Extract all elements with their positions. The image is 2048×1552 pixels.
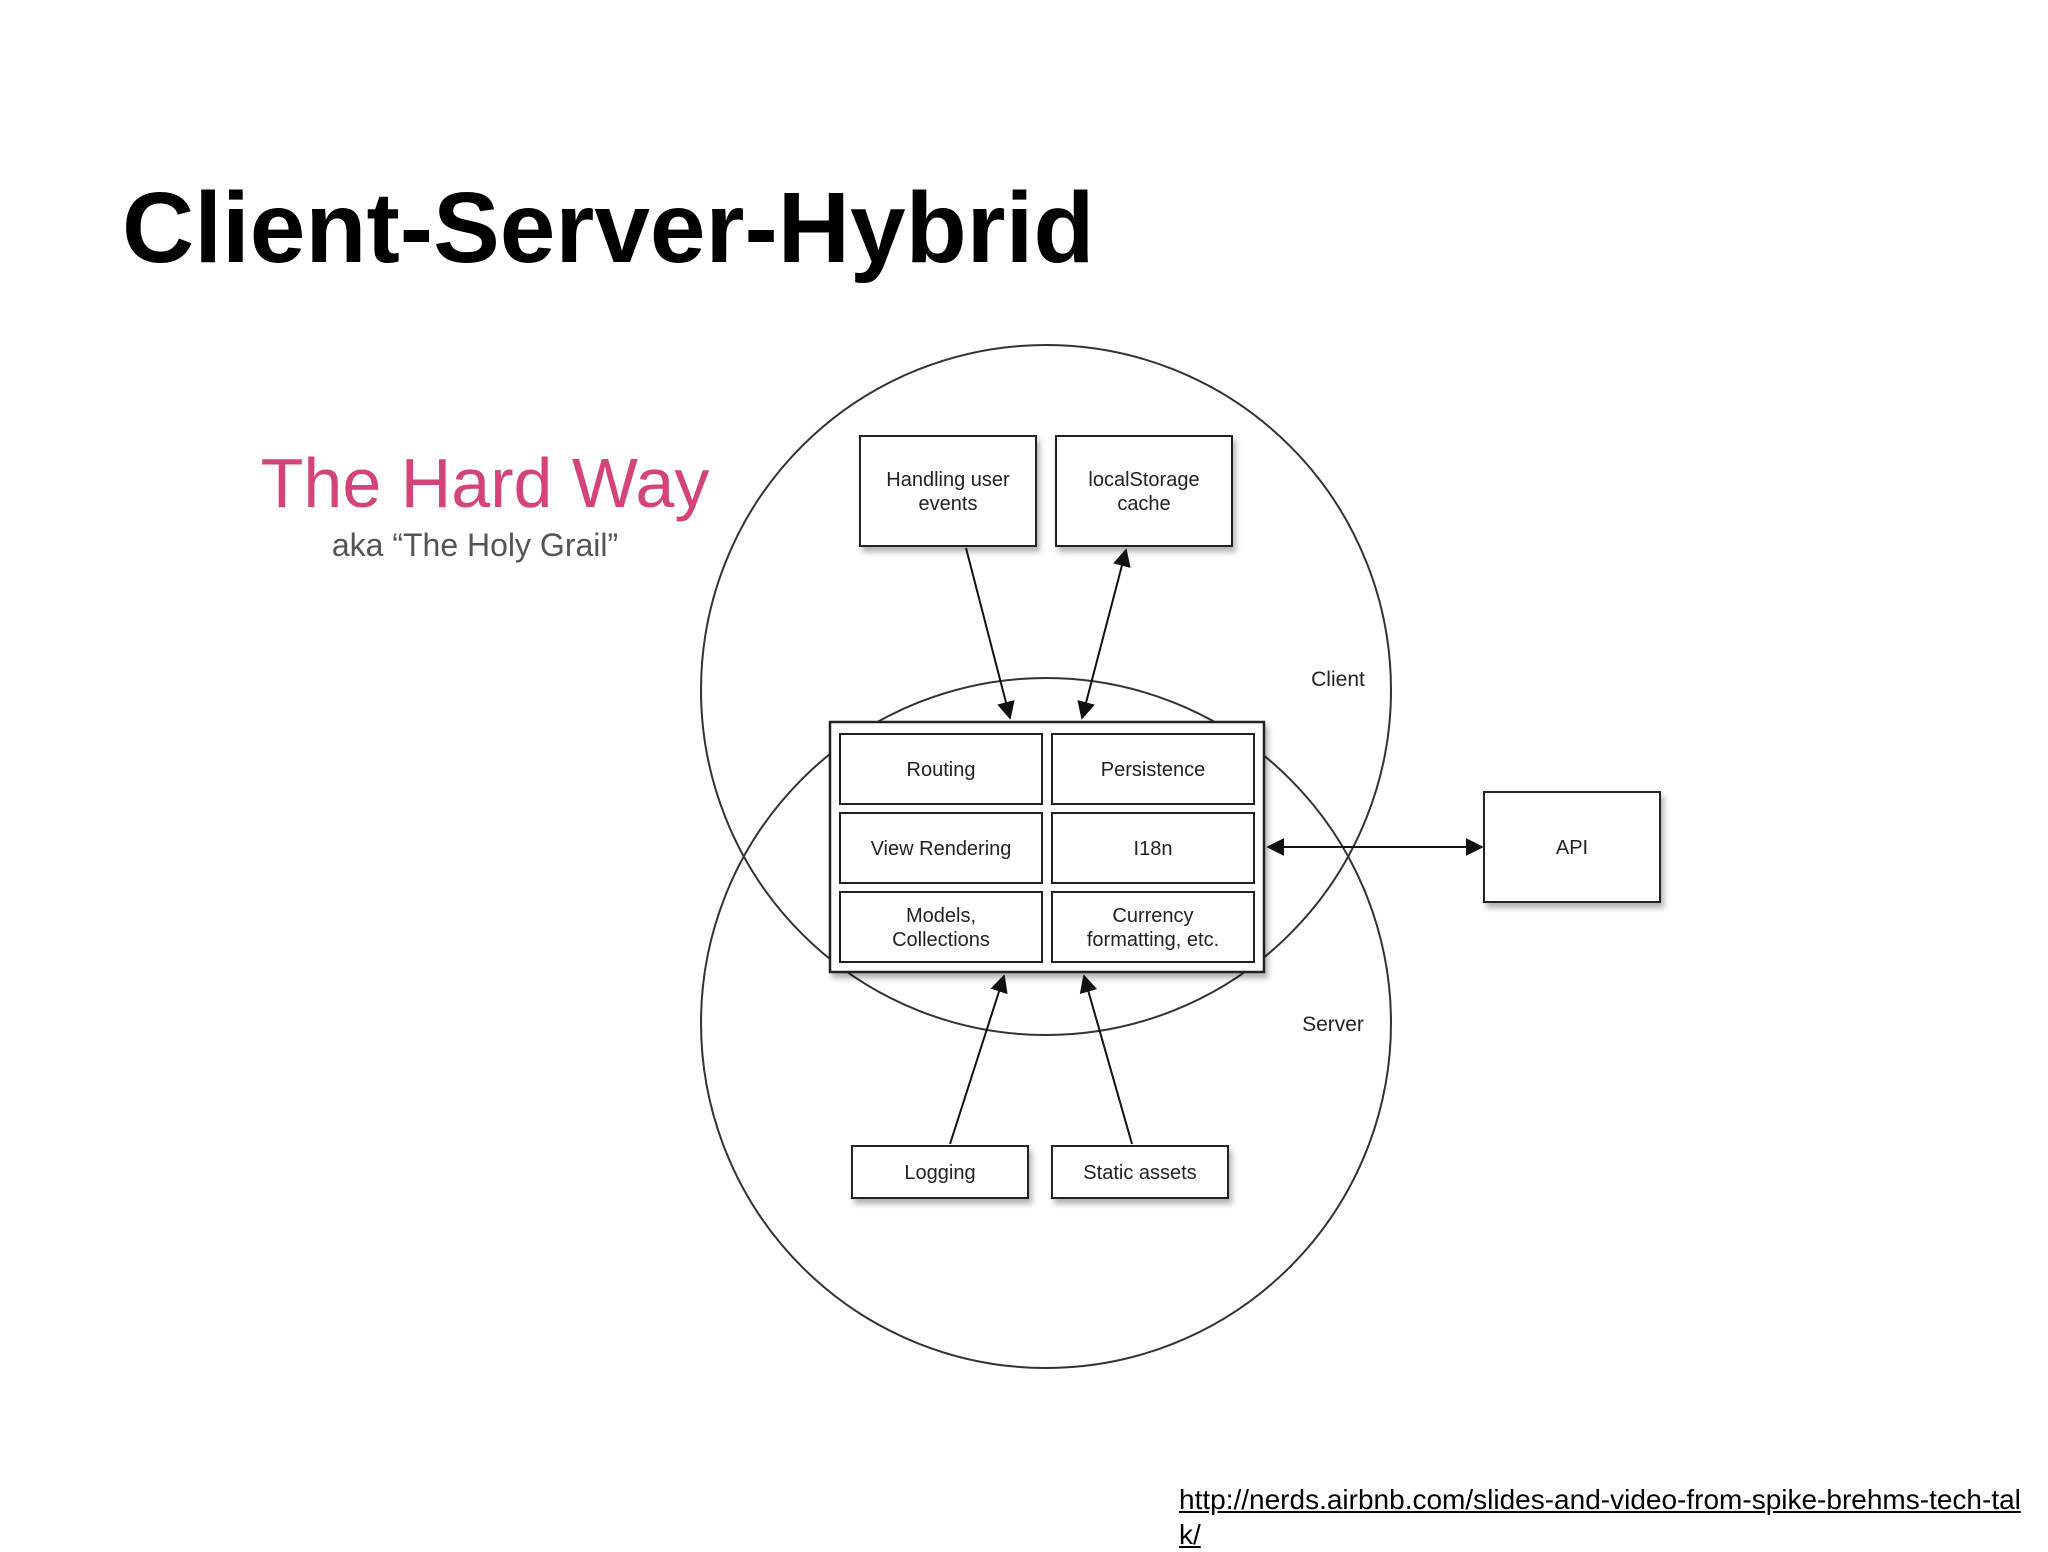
api-box: API <box>1483 791 1661 903</box>
label-line: Models, <box>906 905 976 927</box>
label-line: formatting, etc. <box>1087 929 1219 951</box>
label-line: Currency <box>1112 905 1193 927</box>
static-assets-label: Static assets <box>1083 1162 1196 1184</box>
source-link[interactable]: http://nerds.airbnb.com/slides-and-video… <box>1179 1484 2021 1550</box>
persistence-cell: Persistence <box>1051 733 1255 805</box>
routing-cell: Routing <box>839 733 1043 805</box>
label-line: Static assets <box>1083 1162 1196 1184</box>
label-line: Routing <box>907 759 976 781</box>
arrow-events-to-shared <box>965 547 1015 720</box>
label-line: Handling user <box>886 469 1010 491</box>
persistence-label: Persistence <box>1101 759 1206 781</box>
view-rendering-label: View Rendering <box>871 838 1012 860</box>
static-assets-box: Static assets <box>1051 1145 1229 1199</box>
view-rendering-cell: View Rendering <box>839 812 1043 884</box>
label-line: cache <box>1117 493 1170 515</box>
label-line: Logging <box>904 1162 975 1184</box>
slide-title: Client-Server-Hybrid <box>122 172 1095 284</box>
i18n-cell: I18n <box>1051 812 1255 884</box>
label-line: events <box>919 493 978 515</box>
label-line: API <box>1556 837 1588 859</box>
label-line: I18n <box>1134 838 1173 860</box>
label-line: localStorage <box>1088 469 1199 491</box>
arrow-static-to-shared <box>1079 974 1133 1145</box>
server-label: Server <box>1302 1013 1364 1036</box>
label-line: Collections <box>892 929 990 951</box>
arrow-logging-to-shared <box>949 974 1008 1145</box>
hard-way-heading: The Hard Way <box>261 444 710 522</box>
models-collections-cell: Models,Collections <box>839 891 1043 963</box>
i18n-label: I18n <box>1134 838 1173 860</box>
holy-grail-subheading: aka “The Holy Grail” <box>332 527 618 563</box>
client-label: Client <box>1311 668 1365 691</box>
logging-label: Logging <box>904 1162 975 1184</box>
label-line: Persistence <box>1101 759 1206 781</box>
routing-label: Routing <box>907 759 976 781</box>
logging-box: Logging <box>851 1145 1029 1199</box>
api-label: API <box>1556 837 1588 859</box>
server-circle <box>700 677 1392 1369</box>
client-circle <box>700 344 1392 1036</box>
label-line: View Rendering <box>871 838 1012 860</box>
models-collections-label: Models,Collections <box>892 905 990 951</box>
arrow-shared-localstorage <box>1077 548 1131 720</box>
